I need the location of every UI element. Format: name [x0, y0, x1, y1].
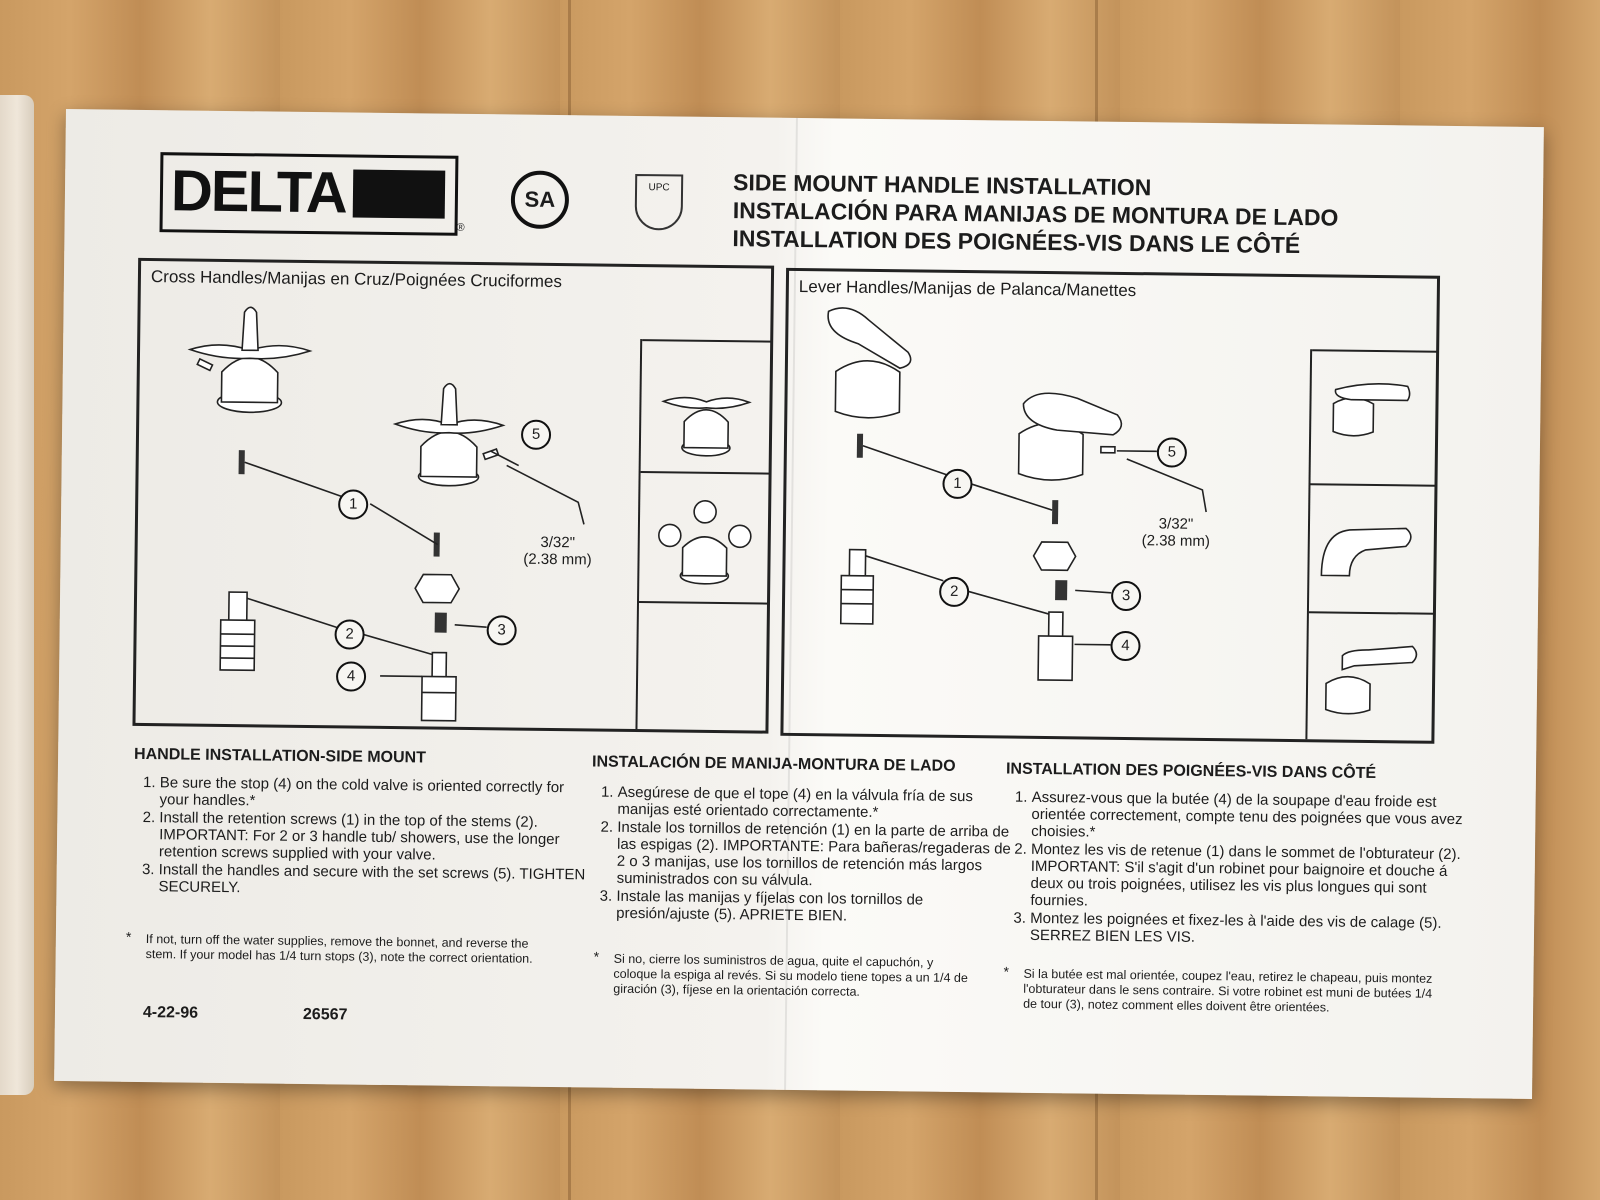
- delta-logo: DELTA: [159, 152, 459, 236]
- list-item: Install the handles and secure with the …: [158, 861, 588, 900]
- english-note: * If not, turn off the water supplies, r…: [125, 928, 533, 966]
- cross-handles-diagram: [187, 306, 585, 722]
- english-heading: HANDLE INSTALLATION-SIDE MOUNT: [134, 745, 427, 767]
- plastic-bag: [0, 95, 34, 1095]
- wrench-size: 3/32" (2.38 mm): [1141, 515, 1211, 551]
- title-french: INSTALLATION DES POIGNÉES-VIS DANS LE CÔ…: [732, 225, 1301, 259]
- cross-handles-panel: Cross Handles/Manijas en Cruz/Poignées C…: [132, 257, 775, 734]
- callout-1: 1: [337, 489, 369, 520]
- cross-handle-icon: [392, 382, 506, 487]
- callout-3: 3: [1110, 580, 1142, 612]
- list-item: Montez les vis de retenue (1) dans le so…: [1030, 841, 1471, 914]
- registered-mark: ®: [456, 221, 465, 234]
- upc-logo: UPC: [634, 173, 684, 231]
- csa-logo: SA: [510, 170, 570, 230]
- spanish-steps: Asegúrese de que el tope (4) en la válvu…: [590, 783, 1018, 927]
- list-item: Instale las manijas y fíjelas con los to…: [616, 888, 1016, 927]
- instruction-sheet: DELTA ® SA UPC SIDE MOUNT HANDLE INSTALL…: [54, 109, 1544, 1099]
- lever-handle-icon: [1017, 392, 1123, 481]
- list-item: Instale los tornillos de retención (1) e…: [617, 819, 1018, 892]
- spanish-heading: INSTALACIÓN DE MANIJA-MONTURA DE LADO: [591, 753, 956, 775]
- lever-variants-column: [1305, 349, 1439, 743]
- valve-stem-icon: [219, 591, 256, 672]
- document-date: 4-22-96: [142, 1004, 199, 1022]
- spanish-note: * Si no, cierre los suministros de agua,…: [593, 948, 968, 999]
- valve-stem-icon: [839, 548, 875, 625]
- list-item: Be sure the stop (4) on the cold valve i…: [159, 774, 589, 813]
- list-item: Install the retention screws (1) in the …: [159, 809, 590, 865]
- cross-variants-column: [635, 339, 773, 733]
- title-english: SIDE MOUNT HANDLE INSTALLATION: [732, 169, 1152, 201]
- delta-logo-mark: [352, 169, 446, 219]
- list-item: Assurez-vous que la butée (4) de la soup…: [1031, 789, 1472, 845]
- callout-4: 4: [1110, 630, 1141, 662]
- callout-1: 1: [942, 468, 973, 500]
- cross-handle-icon: [187, 306, 313, 414]
- list-item: Asegúrese de que el tope (4) en la válvu…: [617, 784, 1017, 823]
- list-item: Montez les poignées et fixez-les à l'aid…: [1030, 910, 1470, 949]
- lever-handles-panel: Lever Handles/Manijas de Palanca/Manette…: [780, 267, 1441, 744]
- french-note: * Si la butée est mal orientée, coupez l…: [1003, 963, 1433, 1015]
- document-number: 26567: [302, 1005, 348, 1024]
- lever-handle-icon: [827, 307, 912, 419]
- valve-cartridge-icon: [420, 651, 457, 722]
- english-steps: Be sure the stop (4) on the cold valve i…: [132, 774, 589, 902]
- french-heading: INSTALLATION DES POIGNÉES-VIS DANS CÔTÉ: [1005, 760, 1377, 783]
- french-steps: Assurez-vous que la butée (4) de la soup…: [1004, 789, 1472, 951]
- wrench-size: 3/32" (2.38 mm): [523, 533, 592, 569]
- valve-cartridge-icon: [1037, 611, 1074, 682]
- lever-handles-diagram: [827, 307, 1207, 682]
